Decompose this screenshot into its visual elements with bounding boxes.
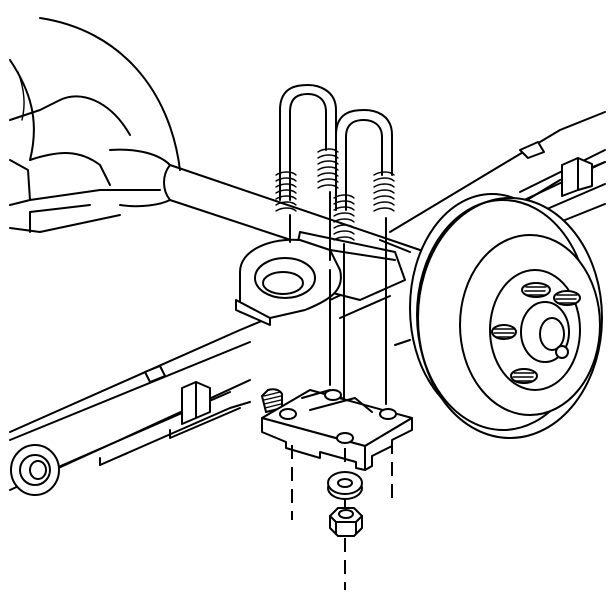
spring-clip xyxy=(144,141,593,425)
differential-housing xyxy=(9,17,181,233)
locating-pin xyxy=(261,388,283,413)
u-bolt-thread xyxy=(275,171,297,212)
exploded-view-centerlines xyxy=(291,440,393,590)
brake-drum xyxy=(409,193,603,439)
wheel-stud xyxy=(510,368,538,384)
u-bolt-thread xyxy=(373,171,395,212)
wheel-stud xyxy=(553,290,581,306)
u-bolt-thread xyxy=(333,194,355,241)
u-bolt-rear xyxy=(275,84,339,386)
wheel-studs xyxy=(491,282,581,384)
u-bolt-front xyxy=(333,109,395,441)
spring-seat xyxy=(235,231,406,326)
wheel-stud xyxy=(555,345,569,359)
washer xyxy=(327,471,363,500)
wheel-stud xyxy=(521,282,551,298)
wheel-stud xyxy=(491,324,517,340)
anchor-plate xyxy=(261,389,413,471)
nut xyxy=(329,507,363,537)
spring-eye-bushing xyxy=(10,444,60,496)
